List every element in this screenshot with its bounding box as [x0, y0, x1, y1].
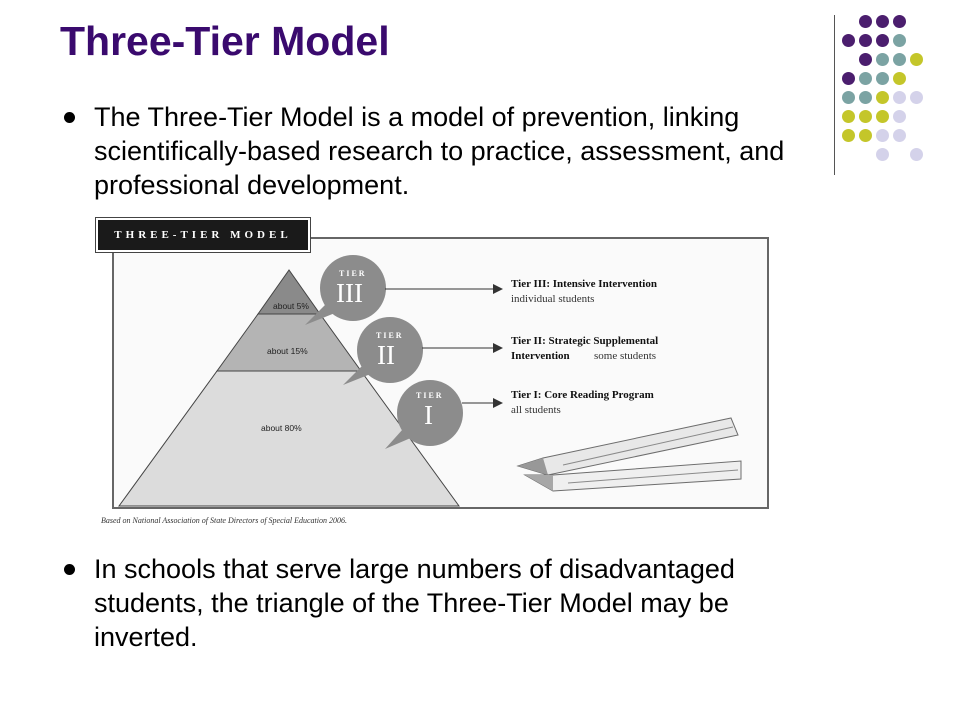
slide-title: Three-Tier Model	[60, 18, 390, 64]
badge-numeral-tier-3: III	[336, 278, 363, 308]
decor-dot	[910, 148, 923, 161]
pyramid-label-top: about 5%	[273, 301, 309, 311]
tier-2-subtitle: some students	[594, 350, 657, 362]
tier-2-title: Tier II: Strategic Supplemental	[511, 335, 659, 347]
pyramid-label-bottom: about 80%	[261, 423, 302, 433]
badge-circle-tier-3	[320, 255, 386, 321]
decor-dot	[859, 129, 872, 142]
decor-dot	[876, 148, 889, 161]
badge-circle-tier-1	[397, 380, 463, 446]
decor-dot	[842, 34, 855, 47]
tier-1-title: Tier I: Core Reading Program	[511, 389, 654, 401]
decor-dot	[876, 34, 889, 47]
decor-dot	[893, 91, 906, 104]
badge-word-tier-3: TIER	[339, 269, 367, 278]
decor-dot	[876, 53, 889, 66]
pyramid-label-middle: about 15%	[267, 346, 308, 356]
decor-dot	[893, 15, 906, 28]
pencils-illustration	[516, 417, 742, 492]
decor-dot	[876, 72, 889, 85]
bullet-text: The Three-Tier Model is a model of preve…	[94, 102, 785, 200]
badge-word-tier-1: TIER	[416, 391, 444, 400]
decor-dot	[910, 91, 923, 104]
bullet-item: In schools that serve large numbers of d…	[64, 552, 824, 654]
decorative-dot-cluster	[842, 10, 952, 161]
divider-line	[834, 15, 835, 175]
decor-dot	[876, 15, 889, 28]
tier-1-subtitle: all students	[511, 404, 561, 416]
pyramid-tier-bottom	[118, 370, 460, 507]
figure-header: THREE-TIER MODEL	[95, 217, 311, 253]
bullet-dot	[64, 564, 75, 575]
decor-dot	[842, 91, 855, 104]
decor-dot	[876, 110, 889, 123]
decor-dot	[893, 129, 906, 142]
decor-dot	[859, 72, 872, 85]
badge-circle-tier-2	[357, 317, 423, 383]
decor-dot	[859, 34, 872, 47]
decor-dot	[893, 110, 906, 123]
decor-dot	[893, 72, 906, 85]
decor-dot	[859, 15, 872, 28]
bullet-item: The Three-Tier Model is a model of preve…	[64, 100, 824, 202]
badge-numeral-tier-2: II	[377, 340, 395, 370]
decor-dot	[893, 34, 906, 47]
figure-graphics	[112, 237, 769, 509]
decor-dot	[876, 129, 889, 142]
badge-tail-tier-2	[343, 365, 373, 385]
bullet-text: In schools that serve large numbers of d…	[94, 554, 735, 652]
badge-word-tier-2: TIER	[376, 331, 404, 340]
decor-dot	[876, 91, 889, 104]
decor-dot	[910, 53, 923, 66]
badge-tail-tier-1	[385, 429, 413, 449]
decor-dot	[842, 72, 855, 85]
badge-numeral-tier-1: I	[424, 400, 433, 430]
figure-credit: Based on National Association of State D…	[101, 516, 347, 525]
decor-dot	[859, 53, 872, 66]
decor-dot	[842, 129, 855, 142]
decor-dot	[842, 110, 855, 123]
bullet-dot	[64, 112, 75, 123]
badge-tail-tier-3	[305, 305, 335, 325]
arrow-head-tier-3	[493, 284, 503, 294]
decor-dot	[859, 91, 872, 104]
decor-dot	[893, 53, 906, 66]
tier-3-subtitle: individual students	[511, 293, 595, 305]
three-tier-figure: THREE-TIER MODEL about 5% about 15% abou…	[93, 213, 773, 538]
tier-2-title-line2: Intervention	[511, 350, 570, 362]
decor-dot	[859, 110, 872, 123]
tier-3-title: Tier III: Intensive Intervention	[511, 278, 657, 290]
arrow-head-tier-1	[493, 398, 503, 408]
arrow-head-tier-2	[493, 343, 503, 353]
